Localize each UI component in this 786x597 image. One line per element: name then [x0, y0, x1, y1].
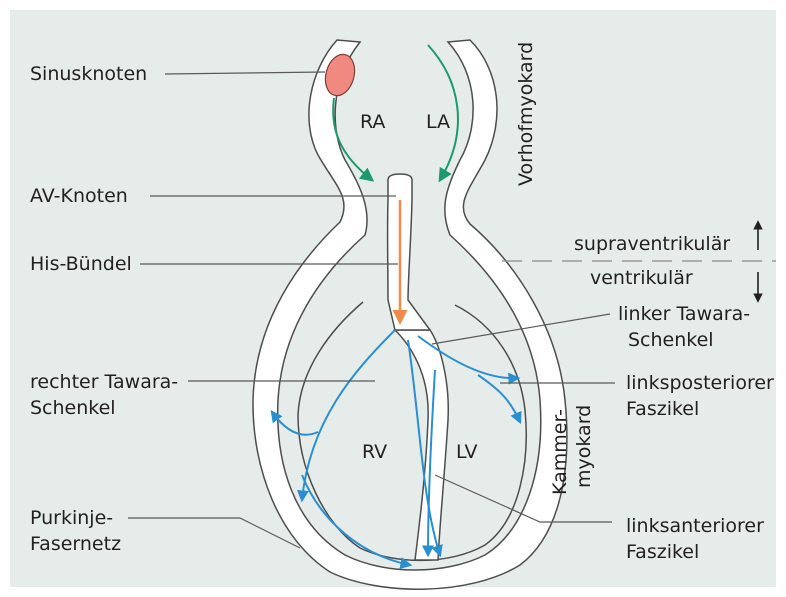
leader-purkinje: [128, 518, 300, 548]
leader-sinusknoten: [165, 72, 325, 74]
label-vorhofmyokard: Vorhofmyokard: [514, 42, 538, 186]
interventricular-septum: [395, 330, 448, 560]
label-kammer-line2: myokard: [572, 405, 596, 488]
label-linksposterior-line1: linksposteriorer: [626, 371, 774, 395]
label-linksanterior-line2: Faszikel: [626, 540, 699, 564]
label-rechter-tawara-line2: Schenkel: [30, 396, 116, 420]
label-rv: RV: [362, 440, 387, 464]
left-posterior-fascicle: [478, 375, 520, 422]
right-bundle-branch: [302, 330, 395, 500]
label-linker-tawara-line1: linker Tawara-: [618, 302, 750, 326]
label-ra: RA: [360, 110, 385, 134]
label-supraventrikulaer: supraventrikulär: [574, 232, 730, 256]
label-purkinje-line1: Purkinje-: [30, 506, 113, 530]
label-his-buendel: His-Bündel: [30, 252, 132, 276]
label-av-knoten: AV-Knoten: [30, 184, 128, 208]
label-purkinje-line2: Fasernetz: [30, 532, 121, 556]
label-sinusknoten: Sinusknoten: [30, 62, 147, 86]
label-rechter-tawara-line1: rechter Tawara-: [30, 370, 178, 394]
label-kammer-line1: Kammer-: [548, 409, 572, 495]
label-ventrikulaer: ventrikulär: [590, 266, 693, 290]
label-la: LA: [426, 110, 450, 134]
his-bundle-channel: [388, 174, 430, 330]
label-linksanterior-line1: linksanteriorer: [626, 514, 764, 538]
label-linker-tawara-line2: Schenkel: [628, 328, 714, 352]
label-linksposterior-line2: Faszikel: [626, 397, 699, 421]
label-lv: LV: [456, 440, 478, 464]
